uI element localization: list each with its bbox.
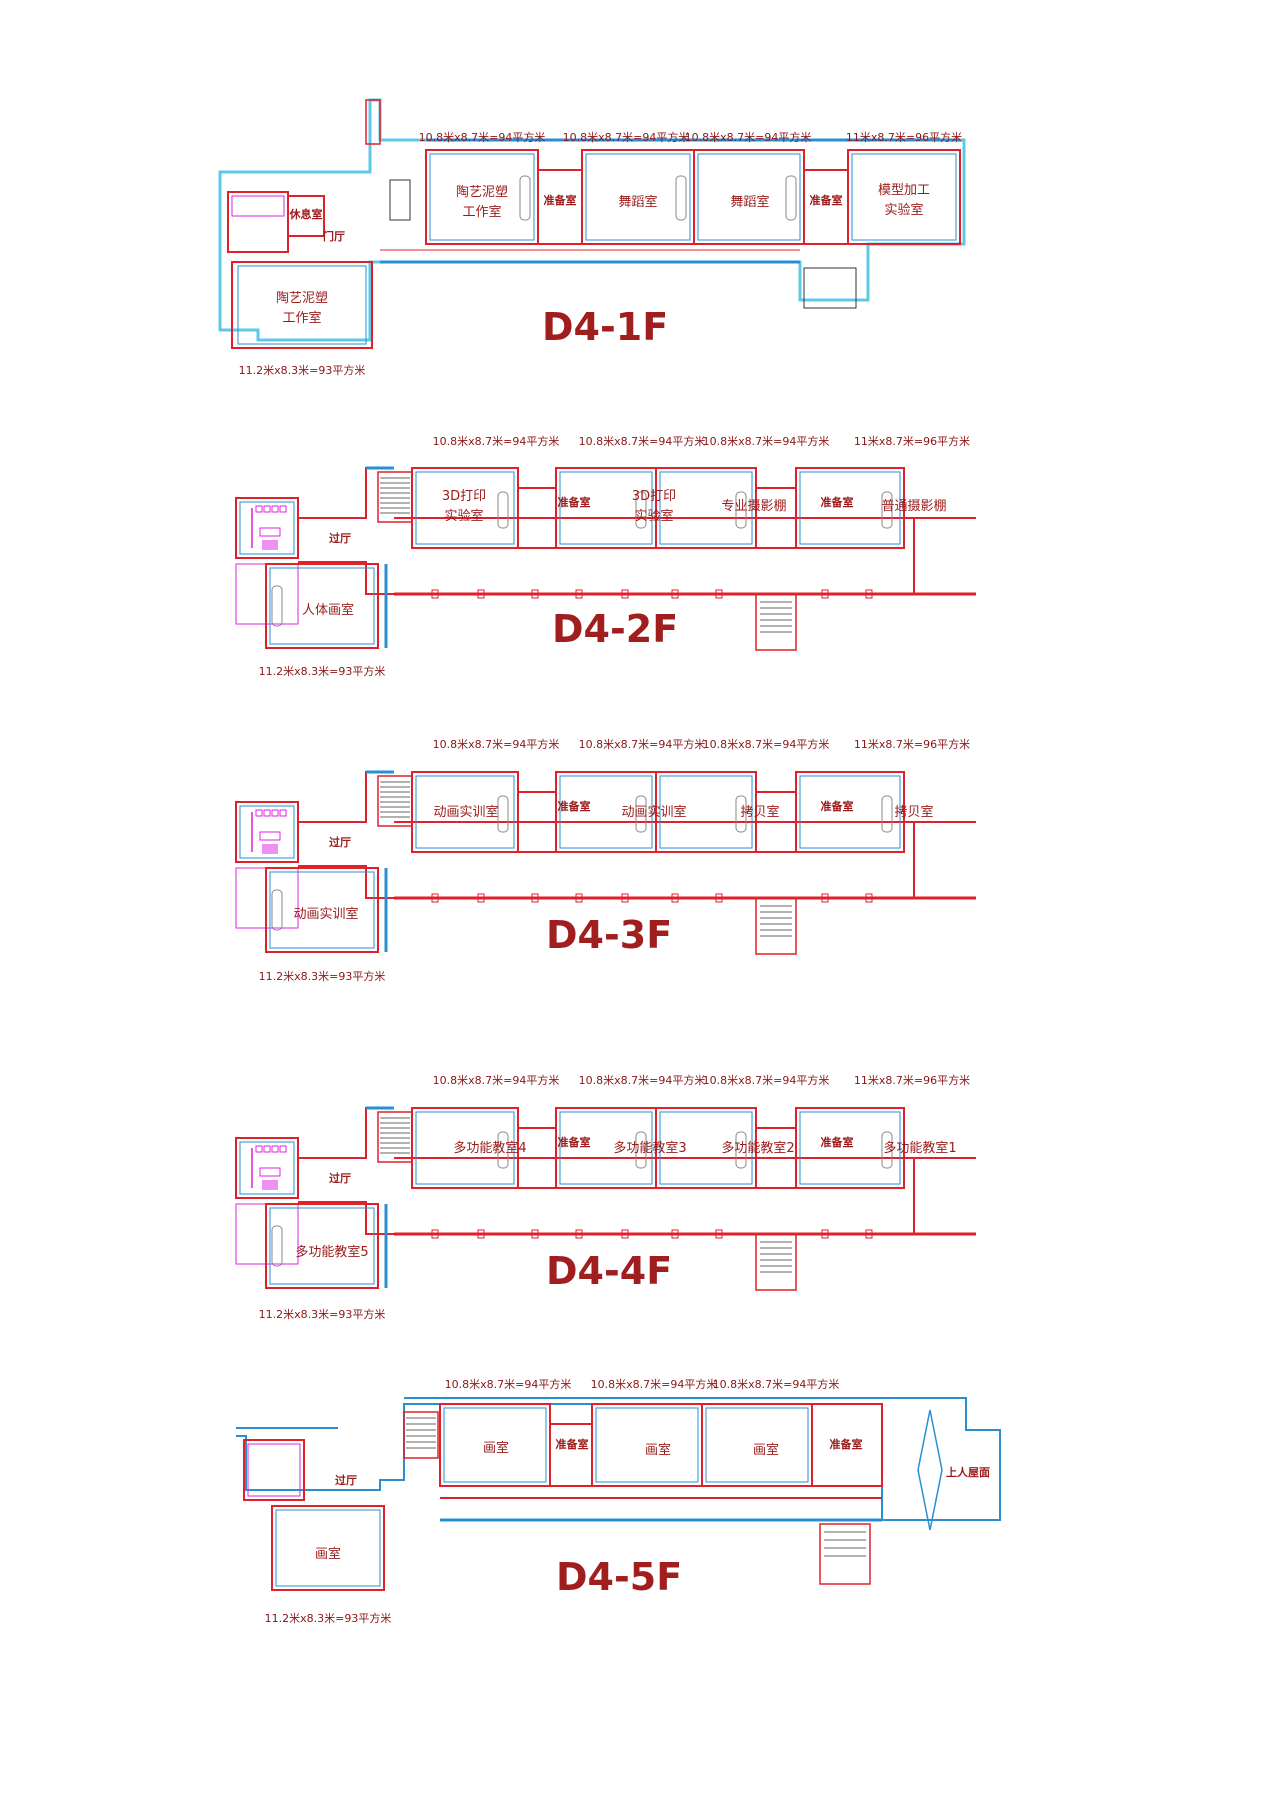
room-label: 工作室 (282, 310, 321, 326)
dimension-label: 10.8米x8.7米=94平方米 (445, 1377, 572, 1391)
room-label: 3D打印 (442, 489, 486, 504)
room-label: 画室 (315, 1546, 341, 1562)
room-label: 准备室 (544, 193, 577, 207)
room-label: 拷贝室 (740, 804, 779, 820)
dimension-label: 10.8米x8.7米=94平方米 (419, 130, 546, 144)
room-label: 多功能教室1 (883, 1140, 956, 1156)
dimension-label: 11米x8.7米=96平方米 (854, 1073, 970, 1087)
room-label: 工作室 (462, 204, 501, 220)
room-label: 舞蹈室 (730, 194, 769, 210)
dimension-label: 11.2米x8.3米=93平方米 (239, 363, 366, 377)
dimension-label: 11.2米x8.3米=93平方米 (259, 664, 386, 678)
room-label: 准备室 (558, 495, 591, 509)
dimension-label: 11米x8.7米=96平方米 (854, 737, 970, 751)
dimension-label: 10.8米x8.7米=94平方米 (703, 1073, 830, 1087)
room-label: 模型加工 (878, 183, 930, 198)
room-label: 准备室 (821, 495, 854, 509)
room-label: 实验室 (444, 508, 483, 524)
room-label: 准备室 (821, 1135, 854, 1149)
room-label: 3D打印 (632, 489, 676, 504)
floor-title: D4-2F (552, 607, 678, 651)
room-label: 准备室 (810, 193, 843, 207)
room-label: 多功能教室2 (721, 1140, 794, 1156)
room-label: 动画实训室 (293, 906, 358, 922)
room-label: 准备室 (558, 799, 591, 813)
dimension-label: 10.8米x8.7米=94平方米 (685, 130, 812, 144)
dimension-label: 10.8米x8.7米=94平方米 (433, 737, 560, 751)
room-label: 准备室 (556, 1437, 589, 1451)
floor-plan-1f (218, 98, 966, 349)
room-label: 画室 (483, 1440, 509, 1456)
room-label: 人体画室 (302, 602, 354, 618)
room-label: 普通摄影棚 (881, 499, 946, 514)
dimension-label: 10.8米x8.7米=94平方米 (433, 1073, 560, 1087)
room-label: 舞蹈室 (618, 194, 657, 210)
room-label: 陶艺泥塑 (276, 290, 328, 306)
room-label: 实验室 (634, 508, 673, 524)
floor-title: D4-5F (556, 1555, 682, 1599)
room-label: 多功能教室5 (295, 1244, 368, 1260)
dimension-label: 10.8米x8.7米=94平方米 (579, 1073, 706, 1087)
room-label: 休息室 (289, 207, 323, 221)
room-label: 动画实训室 (621, 804, 686, 820)
dimension-label: 11.2米x8.3米=93平方米 (259, 1307, 386, 1321)
room-label: 画室 (645, 1442, 671, 1458)
dimension-label: 11.2米x8.3米=93平方米 (259, 969, 386, 983)
floor-title: D4-3F (546, 913, 672, 957)
room-label: 准备室 (821, 799, 854, 813)
dimension-label: 10.8米x8.7米=94平方米 (433, 434, 560, 448)
room-label: 过厅 (335, 1473, 357, 1487)
room-label: 多功能教室4 (453, 1140, 526, 1156)
dimension-label: 11米x8.7米=96平方米 (846, 130, 962, 144)
dimension-label: 10.8米x8.7米=94平方米 (579, 434, 706, 448)
room-label: 过厅 (329, 835, 351, 849)
dimension-label: 10.8米x8.7米=94平方米 (713, 1377, 840, 1391)
dimension-label: 10.8米x8.7米=94平方米 (579, 737, 706, 751)
dimension-label: 10.8米x8.7米=94平方米 (703, 737, 830, 751)
room-label: 过厅 (329, 1171, 351, 1185)
room-label: 门厅 (323, 229, 345, 243)
floor-title: D4-4F (546, 1249, 672, 1293)
dimension-label: 11.2米x8.3米=93平方米 (265, 1611, 392, 1625)
floor-plan-5f (236, 1397, 1001, 1591)
room-label: 拷贝室 (894, 804, 933, 820)
room-label: 准备室 (558, 1135, 591, 1149)
room-label: 准备室 (830, 1437, 863, 1451)
dimension-label: 11米x8.7米=96平方米 (854, 434, 970, 448)
room-label: 画室 (753, 1442, 779, 1458)
room-label: 多功能教室3 (613, 1140, 686, 1156)
room-label: 陶艺泥塑 (456, 184, 508, 200)
room-label: 专业摄影棚 (721, 499, 786, 514)
room-label: 动画实训室 (433, 804, 498, 820)
floor-title: D4-1F (542, 305, 668, 349)
dimension-label: 10.8米x8.7米=94平方米 (703, 434, 830, 448)
dimension-label: 10.8米x8.7米=94平方米 (591, 1377, 718, 1391)
room-label: 实验室 (884, 202, 923, 218)
room-label: 过厅 (329, 531, 351, 545)
room-label: 上人屋面 (946, 1465, 990, 1479)
dimension-label: 10.8米x8.7米=94平方米 (563, 130, 690, 144)
